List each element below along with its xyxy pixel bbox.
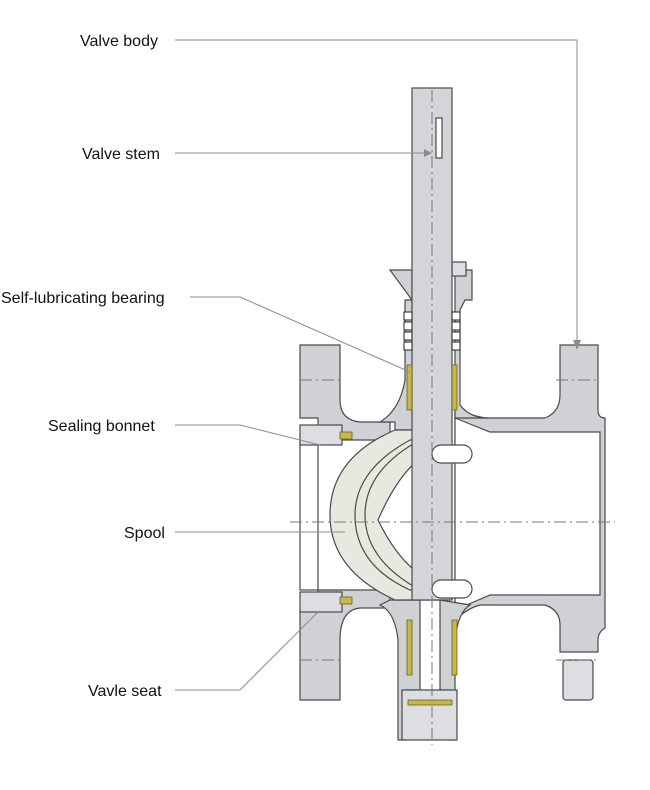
label-bearing: Self-lubricating bearing xyxy=(1,290,165,307)
stem-keyway xyxy=(435,117,443,159)
label-spool: Spool xyxy=(124,525,165,542)
label-sealing-bonnet: Sealing bonnet xyxy=(48,418,155,435)
bearing-strips xyxy=(339,364,458,676)
bottom-cap xyxy=(401,689,458,741)
label-valve-body: Valve body xyxy=(80,33,158,50)
stem-pin-upper xyxy=(431,444,473,464)
stem-pin-lower xyxy=(431,579,473,599)
leader-bonnet xyxy=(175,424,321,446)
leader-valve-body xyxy=(175,39,578,345)
leader-seat xyxy=(175,611,319,691)
nut-icon xyxy=(451,261,467,277)
bonnet-plate xyxy=(299,439,319,591)
left-flange xyxy=(299,344,391,701)
leader-lines xyxy=(175,39,581,691)
label-valve-stem: Valve stem xyxy=(82,146,160,163)
label-valve-seat: Vavle seat xyxy=(88,683,162,700)
flange-bolt-block xyxy=(562,659,594,701)
seat-bolt xyxy=(299,591,343,613)
leader-bearing xyxy=(190,296,411,373)
packing-rings xyxy=(403,311,461,351)
